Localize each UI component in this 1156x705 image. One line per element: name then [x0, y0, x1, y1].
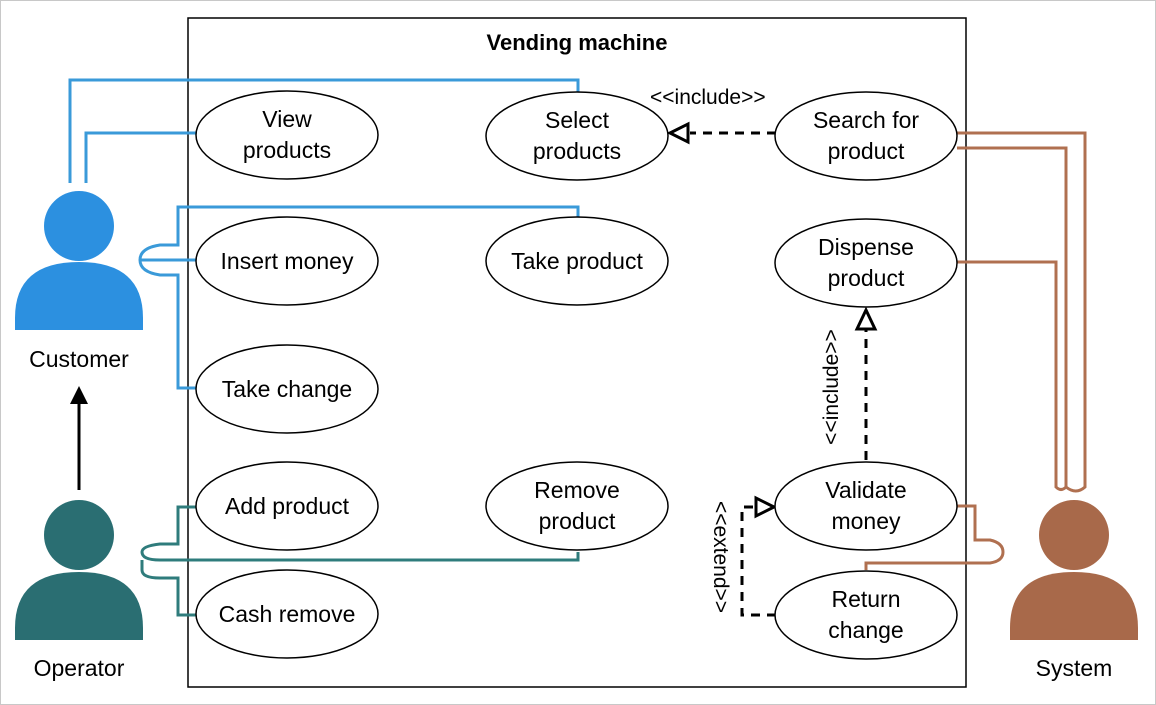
usecase-return-change[interactable]: Return change	[775, 571, 957, 659]
operator-associations	[140, 505, 580, 617]
assoc-customer-view-products	[84, 131, 196, 183]
usecase-label: Take product	[511, 247, 643, 274]
usecase-take-change[interactable]: Take change	[196, 345, 378, 433]
include-label-validate: <<include>>	[820, 329, 843, 445]
actor-label-operator: Operator	[33, 655, 125, 681]
ellipse-dispense-product	[774, 218, 958, 308]
usecase-label: Select products	[532, 107, 622, 164]
usecase-search-for-product[interactable]: Search for product	[775, 92, 957, 180]
usecase-add-product[interactable]: Add product	[196, 462, 378, 550]
ellipse-cash-remove	[195, 569, 379, 659]
assoc-operator-add-product	[140, 505, 580, 562]
usecase-label: Cash remove	[218, 600, 356, 627]
system-associations	[864, 131, 1087, 570]
ellipse-select-products	[485, 91, 669, 181]
usecase-cash-remove[interactable]: Cash remove	[196, 570, 378, 658]
include-validate-dispense	[854, 306, 878, 460]
ellipse-insert-money	[195, 216, 379, 306]
usecase-dispense-product[interactable]: Dispense product	[775, 219, 957, 307]
ellipse-return-change	[774, 570, 958, 660]
usecase-take-product[interactable]: Take product	[486, 217, 668, 305]
usecase-label: Validate money	[825, 477, 907, 534]
actor-label-customer: Customer	[29, 346, 129, 372]
ellipse-take-change	[195, 344, 379, 434]
extend-label-return: <<extend>>	[709, 500, 732, 614]
assoc-system-validate-money	[864, 504, 1005, 570]
system-boundary	[187, 17, 967, 688]
ellipse-view-products	[195, 90, 379, 180]
generalization-operator-customer	[70, 386, 88, 490]
ellipse-validate-money	[774, 461, 958, 551]
include-label-search: <<include>>	[650, 86, 766, 109]
usecase-remove-product[interactable]: Remove product	[486, 462, 668, 550]
system-title: Vending machine	[486, 30, 668, 55]
assoc-operator-cash-remove	[140, 560, 196, 617]
extend-return-validate	[740, 495, 778, 617]
usecase-label: Insert money	[220, 247, 354, 274]
customer-associations	[68, 78, 580, 390]
usecase-validate-money[interactable]: Validate money	[775, 462, 957, 550]
usecase-label: Add product	[224, 492, 350, 519]
usecase-view-products[interactable]: View products	[196, 91, 378, 179]
customer-actor-icon	[15, 191, 143, 330]
usecase-label: Remove product	[534, 477, 620, 534]
ellipse-search-for-product	[774, 91, 958, 181]
assoc-customer-select-products	[68, 78, 580, 183]
ellipse-take-product	[485, 216, 669, 306]
usecase-label: View products	[242, 106, 332, 163]
assoc-system-search-product	[957, 131, 1087, 493]
actor-label-system: System	[1035, 655, 1113, 681]
ellipse-add-product	[195, 461, 379, 551]
usecase-insert-money[interactable]: Insert money	[196, 217, 378, 305]
usecase-label: Return change	[828, 586, 904, 643]
use-case-ellipses	[195, 90, 958, 660]
usecase-label: Take change	[221, 375, 353, 402]
usecase-select-products[interactable]: Select products	[486, 92, 668, 180]
usecase-label: Search for product	[812, 107, 920, 164]
operator-actor-icon	[15, 500, 143, 640]
usecase-label: Dispense product	[818, 234, 914, 291]
system-actor-icon	[1010, 500, 1138, 640]
include-search-select	[666, 121, 776, 145]
assoc-system-dispense-product	[957, 260, 1068, 491]
ellipse-remove-product	[485, 461, 669, 551]
